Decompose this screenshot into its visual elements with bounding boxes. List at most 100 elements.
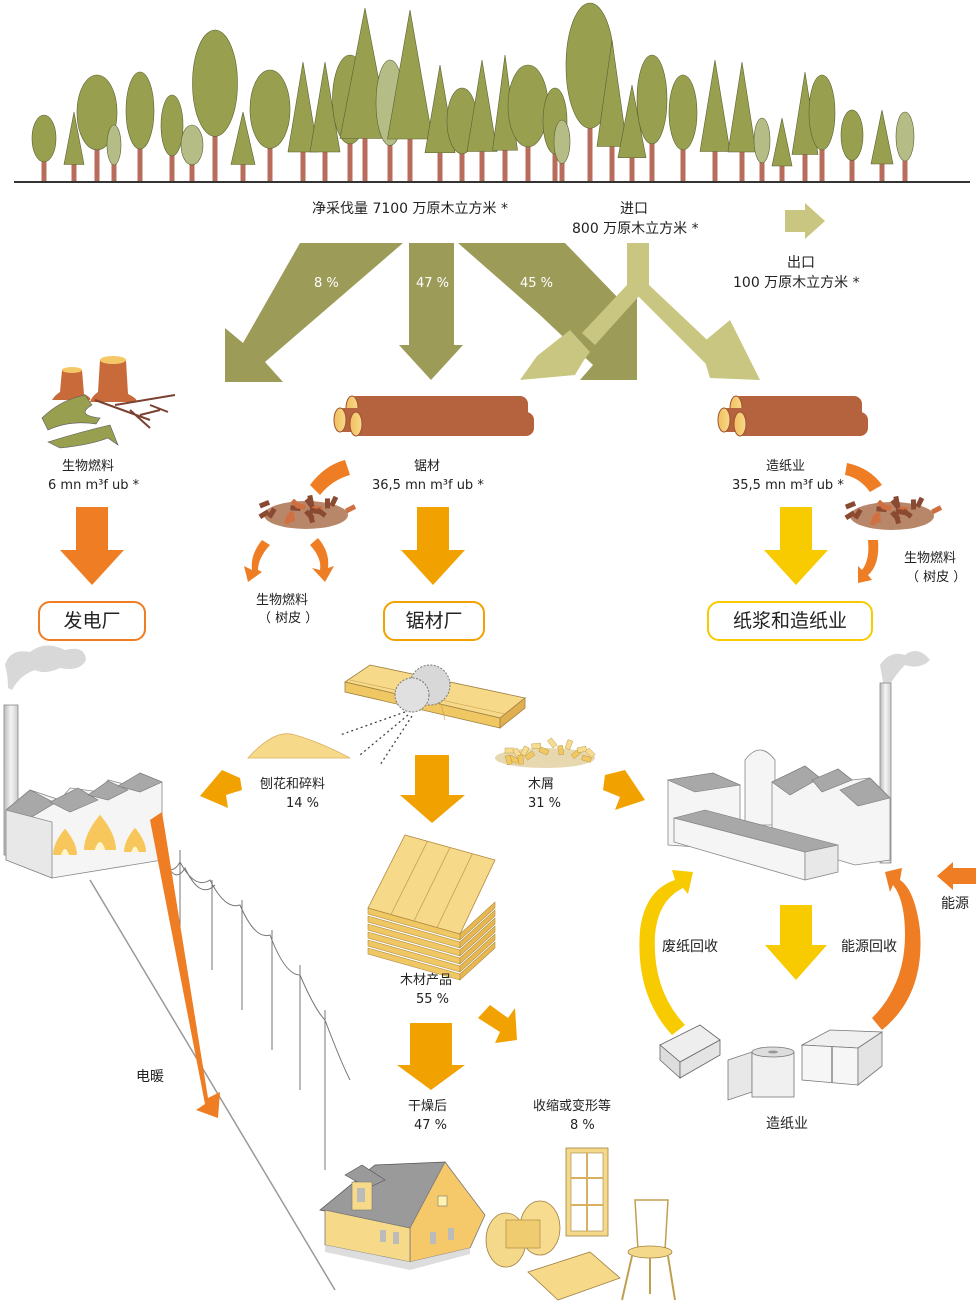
bark-left-label-1: 生物燃料 xyxy=(256,593,309,608)
dried-value: 47 % xyxy=(414,1118,448,1133)
harvest-arrow-biofuel xyxy=(225,243,403,382)
tree xyxy=(192,29,238,182)
bark-arrow-right-top xyxy=(845,463,882,492)
paper-industry-label: 造纸业 xyxy=(766,1116,808,1132)
products-value: 55 % xyxy=(416,992,450,1007)
tree xyxy=(636,54,668,182)
flame xyxy=(53,828,77,855)
arrow-to-sawmill xyxy=(401,507,465,585)
bark-arrow-left-top xyxy=(310,460,350,495)
bark-cycle-left xyxy=(244,460,357,582)
tree xyxy=(466,59,498,182)
chips-title: 木屑 xyxy=(528,777,555,792)
recycling-arrow xyxy=(639,870,693,1035)
tree xyxy=(180,124,204,182)
tree xyxy=(125,71,155,182)
bark-right-label-2: （ 树皮 ） xyxy=(906,570,967,585)
bark-pile-left-icon xyxy=(258,494,357,529)
tree xyxy=(230,111,256,182)
tree xyxy=(840,109,864,182)
bark-right-label-1: 生物燃料 xyxy=(904,551,957,566)
arrow-to-pulp-paper xyxy=(764,507,828,585)
tree xyxy=(771,117,793,182)
shrinkage-title: 收缩或变形等 xyxy=(533,1099,612,1114)
arrow-to-dried xyxy=(397,1023,465,1090)
log xyxy=(736,412,868,436)
tree xyxy=(727,61,757,182)
harvest-arrow-sawlogs xyxy=(399,243,463,380)
energy-recovery-arrow xyxy=(872,868,921,1030)
tree xyxy=(895,111,915,182)
harvest-pct-sawlogs: 47 % xyxy=(416,276,450,291)
harvest-pct-biofuel: 8 % xyxy=(314,276,339,291)
sawmill-box: 锯材厂 xyxy=(383,601,485,641)
paper-products-icon xyxy=(659,1024,884,1101)
bark-arrow-right-down xyxy=(858,540,879,583)
tree xyxy=(699,59,731,182)
arrow-to-products xyxy=(400,755,465,823)
bark-left-label-2: （ 树皮 ） xyxy=(258,611,319,626)
wood-products-icon xyxy=(485,1147,676,1301)
pulpwood-value: 35,5 mn m³f ub * xyxy=(732,478,844,493)
tree xyxy=(76,74,118,182)
energy-recovery-label: 能源回收 xyxy=(841,939,897,955)
tree xyxy=(553,119,571,182)
power-line-icon xyxy=(89,850,351,1291)
tree xyxy=(31,114,57,182)
flame xyxy=(124,827,146,852)
import-value: 800 万原木立方米 * xyxy=(572,221,699,237)
tree xyxy=(387,9,433,182)
circular-saw-icon xyxy=(339,664,526,766)
arrow-to-paper-products xyxy=(765,905,827,980)
biofuel-value: 6 mn m³f ub * xyxy=(48,478,140,493)
pulp-paper-box: 纸浆和造纸业 xyxy=(707,601,873,641)
export-title: 出口 xyxy=(787,255,815,271)
tree xyxy=(160,94,184,182)
power-plant-icon xyxy=(3,645,163,879)
shrinkage-value: 8 % xyxy=(570,1118,595,1133)
harvest-arrows xyxy=(225,243,637,382)
power-cable-to-house xyxy=(89,879,336,1291)
sawlogs-title: 锯材 xyxy=(414,459,441,474)
tree xyxy=(870,109,894,182)
house-icon xyxy=(319,1161,486,1270)
shavings-title: 刨花和碎料 xyxy=(260,777,326,792)
harvest-pct-pulpwood: 45 % xyxy=(520,276,554,291)
bark-arrow-left-down2 xyxy=(310,538,334,582)
shavings-value: 14 % xyxy=(286,796,320,811)
pulpwood-title: 造纸业 xyxy=(766,459,806,474)
sawlogs-value: 36,5 mn m³f ub * xyxy=(372,478,484,493)
arrow-to-shrinkage xyxy=(478,1005,517,1043)
biofuel-title: 生物燃料 xyxy=(62,459,115,474)
tree xyxy=(507,64,549,182)
tree xyxy=(63,111,85,182)
dried-title: 干燥后 xyxy=(408,1099,448,1114)
harvest-arrow-pulpwood xyxy=(458,243,637,380)
arrow-to-pulp-from-chips xyxy=(603,770,645,810)
electric-heating-arrow xyxy=(150,812,220,1118)
forest-illustration xyxy=(31,2,915,182)
energy-label: 能源 xyxy=(941,896,969,912)
energy-input-arrow xyxy=(937,862,976,890)
tree xyxy=(808,74,836,182)
wood-chips-icon xyxy=(495,737,596,768)
flame xyxy=(84,814,116,850)
chips-value: 31 % xyxy=(528,796,562,811)
export-arrow xyxy=(785,203,825,239)
export-value: 100 万原木立方米 * xyxy=(733,275,860,291)
tree xyxy=(668,74,698,182)
log xyxy=(352,412,534,436)
pulpwood-logs-icon xyxy=(717,395,868,437)
sawlogs-icon xyxy=(333,395,534,437)
tree xyxy=(106,124,122,182)
products-title: 木材产品 xyxy=(400,973,453,988)
tree xyxy=(287,61,319,182)
tree xyxy=(596,39,628,182)
arrow-to-power-plant xyxy=(60,507,124,585)
power-plant-box: 发电厂 xyxy=(38,601,146,641)
import-title: 进口 xyxy=(620,201,648,217)
bark-pile-right-icon xyxy=(844,495,943,530)
tree xyxy=(753,117,771,182)
harvest-label: 净采伐量 7100 万原木立方米 * xyxy=(312,201,508,217)
tree xyxy=(249,69,291,182)
